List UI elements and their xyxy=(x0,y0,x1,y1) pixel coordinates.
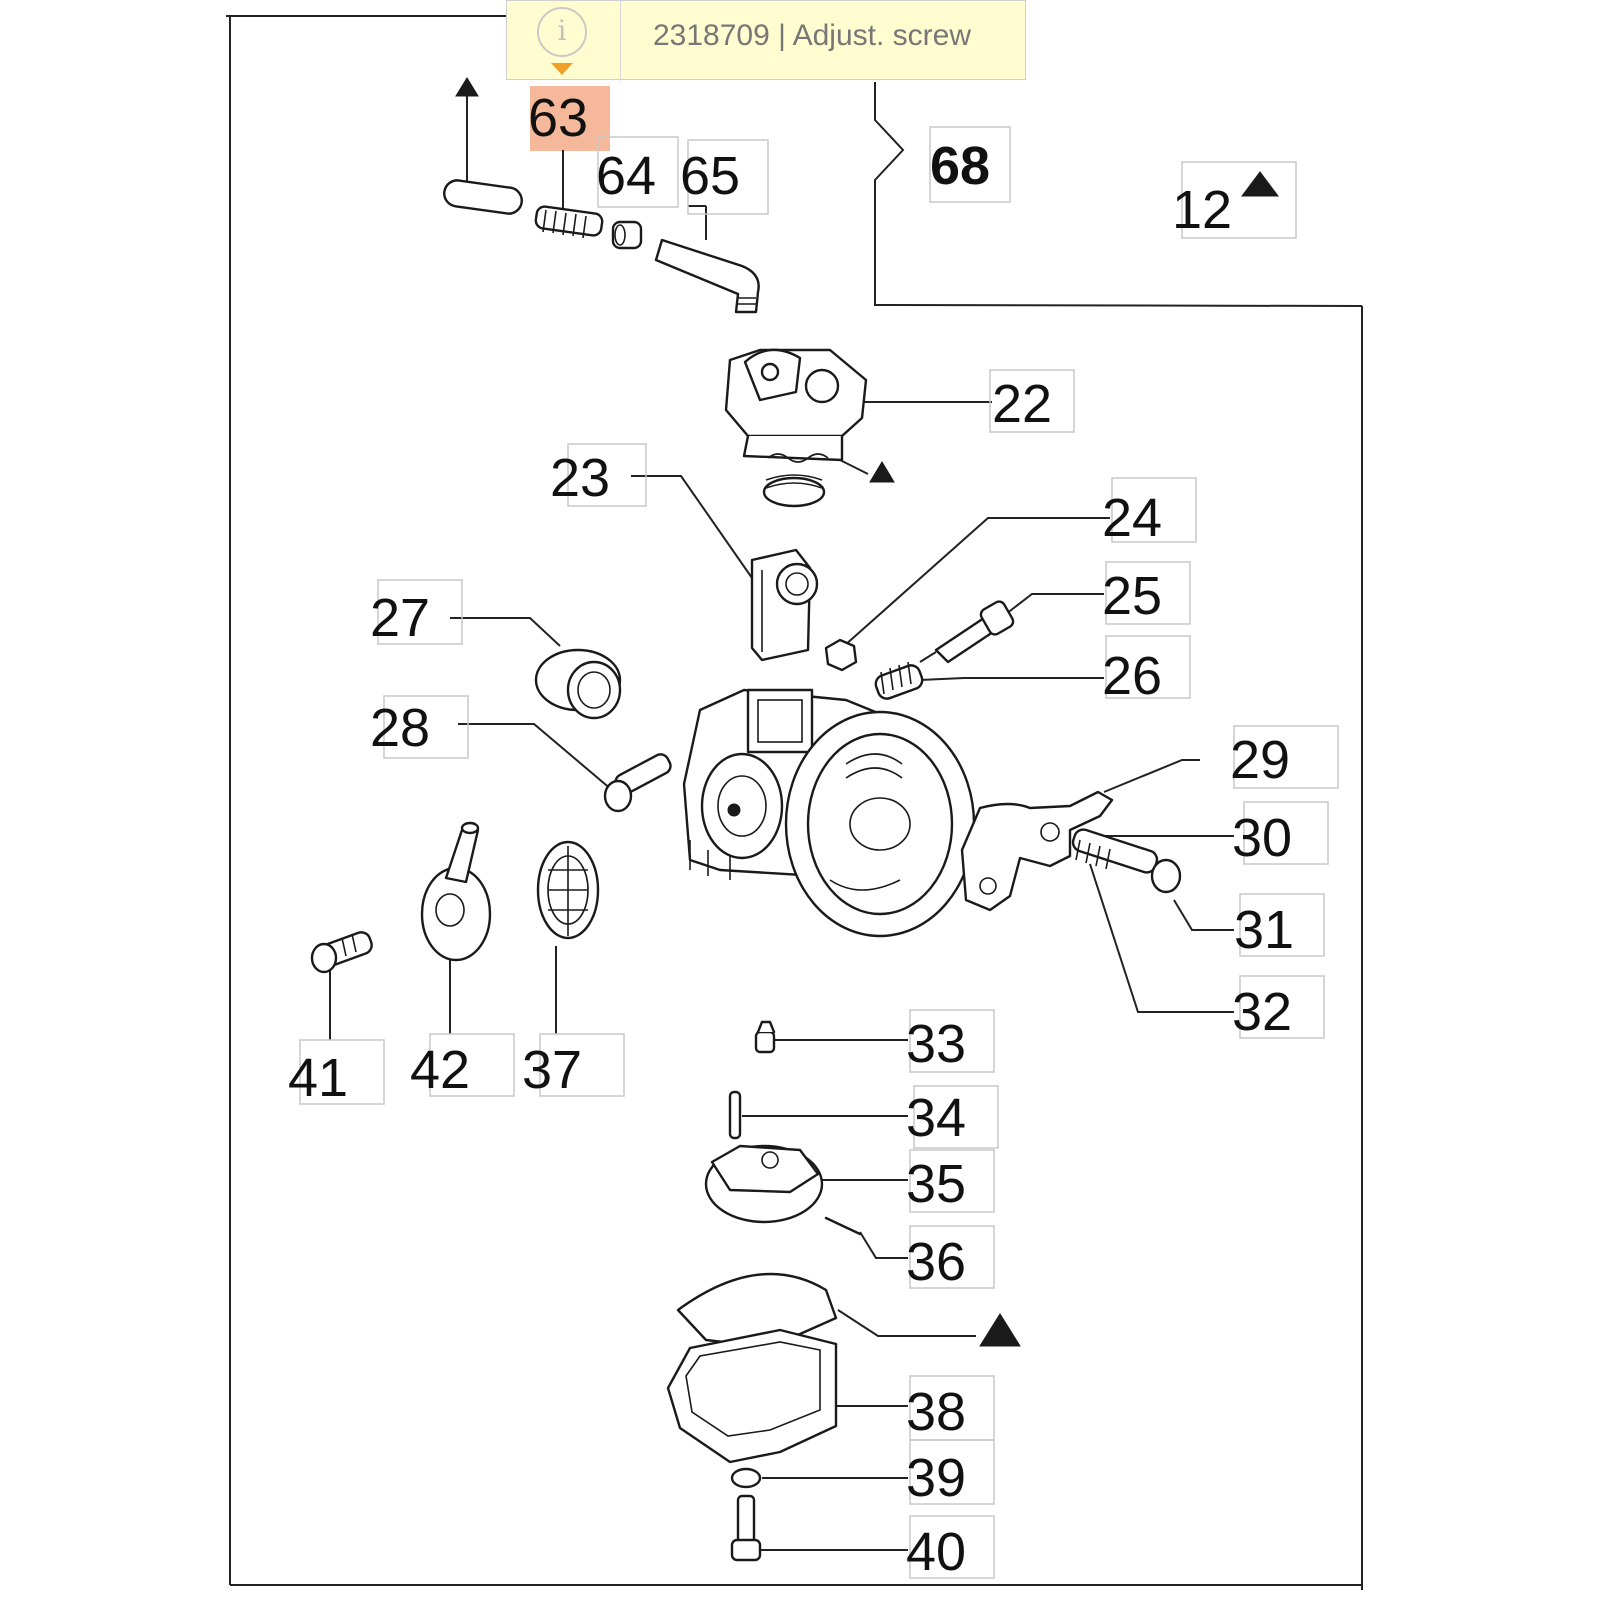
svg-text:35: 35 xyxy=(906,1154,966,1214)
diagram-frame xyxy=(226,15,1363,1590)
svg-text:37: 37 xyxy=(522,1040,582,1100)
part-30-31-32-screw-spring[interactable] xyxy=(1071,827,1234,1013)
part-33-jet[interactable] xyxy=(754,1020,908,1054)
part-25-needle[interactable] xyxy=(919,593,1104,664)
svg-text:68: 68 xyxy=(930,136,990,196)
svg-text:24: 24 xyxy=(1102,488,1162,548)
callout-27[interactable]: 27 xyxy=(370,579,463,648)
callout-39[interactable]: 39 xyxy=(906,1439,995,1508)
svg-text:64: 64 xyxy=(596,146,656,206)
svg-text:31: 31 xyxy=(1234,900,1294,960)
callout-68[interactable]: 68 xyxy=(929,126,1011,203)
svg-text:32: 32 xyxy=(1232,982,1292,1042)
svg-text:25: 25 xyxy=(1102,566,1162,626)
part-23-gasket[interactable] xyxy=(631,475,819,662)
part-35-metering-assembly[interactable] xyxy=(704,1144,908,1224)
callout-33[interactable]: 33 xyxy=(906,1009,995,1074)
svg-text:12: 12 xyxy=(1172,180,1232,240)
svg-text:42: 42 xyxy=(410,1040,470,1100)
info-icon[interactable]: i xyxy=(537,7,587,57)
part-28-screw[interactable] xyxy=(458,723,673,813)
svg-text:36: 36 xyxy=(906,1232,966,1292)
callout-42[interactable]: 42 xyxy=(410,1033,515,1100)
part-27-bushing[interactable] xyxy=(450,617,622,720)
part-64-ring[interactable] xyxy=(611,220,643,250)
svg-text:30: 30 xyxy=(1232,808,1292,868)
part-37-filter-screen[interactable] xyxy=(536,840,600,1034)
svg-text:65: 65 xyxy=(680,146,740,206)
selected-part-highlight xyxy=(530,86,610,151)
part-41-screw[interactable] xyxy=(310,930,374,1040)
part-tooltip: i 2318709 | Adjust. screw xyxy=(506,0,1026,81)
svg-text:39: 39 xyxy=(906,1448,966,1508)
part-65-hose[interactable] xyxy=(654,205,760,314)
svg-text:27: 27 xyxy=(370,588,430,648)
part-40-bolt[interactable] xyxy=(730,1494,908,1562)
svg-text:22: 22 xyxy=(992,374,1052,434)
callout-12[interactable]: 12 xyxy=(1172,161,1297,240)
callout-34[interactable]: 34 xyxy=(906,1085,999,1149)
svg-text:40: 40 xyxy=(906,1522,966,1582)
callout-41[interactable]: 41 xyxy=(288,1039,385,1108)
tooltip-pointer-icon xyxy=(551,63,573,75)
callout-25[interactable]: 25 xyxy=(1102,561,1191,626)
callout-29[interactable]: 29 xyxy=(1230,725,1339,790)
svg-text:33: 33 xyxy=(906,1014,966,1074)
callout-28[interactable]: 28 xyxy=(370,695,469,759)
part-carburetor-body[interactable] xyxy=(682,688,976,938)
svg-text:26: 26 xyxy=(1102,646,1162,706)
callout-30[interactable]: 30 xyxy=(1232,801,1329,868)
part-36-pin[interactable] xyxy=(824,1216,908,1259)
marker-arrow-12 xyxy=(1241,171,1279,197)
callout-23[interactable]: 23 xyxy=(550,443,647,508)
part-sleeve-top[interactable] xyxy=(443,77,524,215)
part-38-cover[interactable] xyxy=(666,1272,1021,1464)
svg-text:28: 28 xyxy=(370,698,430,758)
callout-64[interactable]: 64 xyxy=(596,136,679,208)
callout-38[interactable]: 38 xyxy=(906,1375,995,1442)
callout-35[interactable]: 35 xyxy=(906,1149,995,1214)
part-42-fitting[interactable] xyxy=(420,821,492,1034)
svg-text:41: 41 xyxy=(288,1048,348,1108)
callout-65[interactable]: 65 xyxy=(680,139,769,215)
svg-text:34: 34 xyxy=(906,1088,966,1148)
part-34-needle[interactable] xyxy=(728,1090,908,1140)
callout-36[interactable]: 36 xyxy=(906,1225,995,1292)
callout-40[interactable]: 40 xyxy=(906,1515,995,1582)
callout-31[interactable]: 31 xyxy=(1234,893,1325,960)
part-24-nut[interactable] xyxy=(824,517,1110,672)
part-22-cover[interactable] xyxy=(724,348,992,508)
svg-text:38: 38 xyxy=(906,1382,966,1442)
callout-26[interactable]: 26 xyxy=(1102,635,1191,706)
tooltip-text: 2318709 | Adjust. screw xyxy=(653,19,971,52)
part-39-washer[interactable] xyxy=(730,1467,908,1489)
part-26-spring[interactable] xyxy=(873,661,1104,701)
callout-22[interactable]: 22 xyxy=(989,369,1075,434)
callout-37[interactable]: 37 xyxy=(522,1033,625,1100)
tooltip-divider xyxy=(620,1,621,81)
svg-text:63: 63 xyxy=(528,88,588,148)
part-63-adjust-screw[interactable] xyxy=(534,150,604,239)
callout-32[interactable]: 32 xyxy=(1232,975,1325,1042)
callout-labels: 63 64 65 68 12 22 23 24 25 26 27 28 29 3… xyxy=(288,88,1339,1582)
svg-text:29: 29 xyxy=(1230,730,1290,790)
callout-63[interactable]: 63 xyxy=(528,88,588,148)
part-29-throttle-lever[interactable] xyxy=(960,759,1200,912)
callout-24[interactable]: 24 xyxy=(1102,477,1197,548)
svg-text:23: 23 xyxy=(550,448,610,508)
